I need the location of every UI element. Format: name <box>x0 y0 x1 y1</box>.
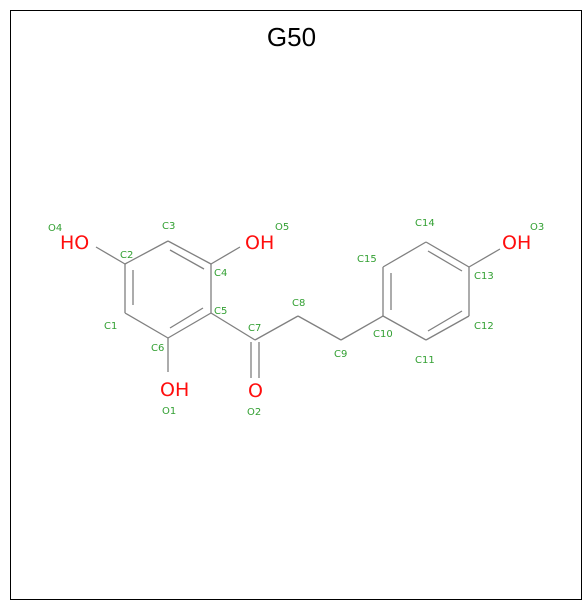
bond-c2-o4 <box>95 246 126 265</box>
bond-c14-c13 <box>425 241 470 268</box>
bond-c15-c14 <box>382 241 427 268</box>
hydroxyl-o3: OH <box>502 232 531 254</box>
hydroxyl-o5: OH <box>245 232 274 254</box>
right-ring <box>382 241 470 341</box>
bond-inner-2 <box>169 307 204 329</box>
bond-c11-c10 <box>382 315 427 341</box>
bond-c7-c8 <box>254 315 299 341</box>
diagram-title: G50 <box>266 22 317 52</box>
hydroxyl-o1: OH <box>160 379 189 401</box>
bond-c13-o3 <box>468 248 501 268</box>
atom-label-c6: C6 <box>151 343 164 354</box>
molecule-diagram: HO OH OH O OH O4 O5 O1 O2 O3 C1 C2 C3 C4… <box>48 218 544 418</box>
hydroxyl-o4: HO <box>60 232 89 254</box>
atom-label-c13: C13 <box>474 271 494 282</box>
atom-label-c7: C7 <box>248 323 261 334</box>
atom-label-c14: C14 <box>415 218 435 229</box>
bond-c6-c1 <box>124 312 169 339</box>
bond-inner-1 <box>169 249 205 270</box>
atom-label-o4: O4 <box>48 223 62 234</box>
bond-c12-c11 <box>425 315 470 341</box>
atom-label-c5: C5 <box>214 306 227 317</box>
atom-label-c4: C4 <box>214 268 227 279</box>
bond-c2-c3 <box>124 240 169 265</box>
bond-c9-c10 <box>340 315 384 341</box>
atom-label-c3: C3 <box>162 221 175 232</box>
atom-label-c10: C10 <box>373 329 393 340</box>
atom-label-c1: C1 <box>104 321 117 332</box>
atom-label-o3: O3 <box>530 222 544 233</box>
diagram-frame <box>10 10 582 600</box>
bond-c5-c6 <box>167 312 212 339</box>
bond-c3-c4 <box>167 240 212 265</box>
atom-label-c15: C15 <box>357 254 377 265</box>
atom-label-c12: C12 <box>474 321 494 332</box>
atom-label-c8: C8 <box>292 298 305 309</box>
bond-inner-5 <box>427 250 463 272</box>
bond-c5-c7 <box>210 312 256 341</box>
atom-label-c2: C2 <box>120 250 133 261</box>
atom-label-o5: O5 <box>275 222 289 233</box>
atom-label-c11: C11 <box>415 355 435 366</box>
atom-label-o2: O2 <box>247 407 261 418</box>
carbonyl-o2: O <box>248 380 263 402</box>
atom-label-o1: O1 <box>162 406 176 417</box>
bond-inner-6 <box>427 310 463 332</box>
bond-c4-o5 <box>210 246 241 265</box>
atom-label-c9: C9 <box>334 349 347 360</box>
bond-c8-c9 <box>297 315 342 341</box>
left-ring <box>124 240 212 339</box>
